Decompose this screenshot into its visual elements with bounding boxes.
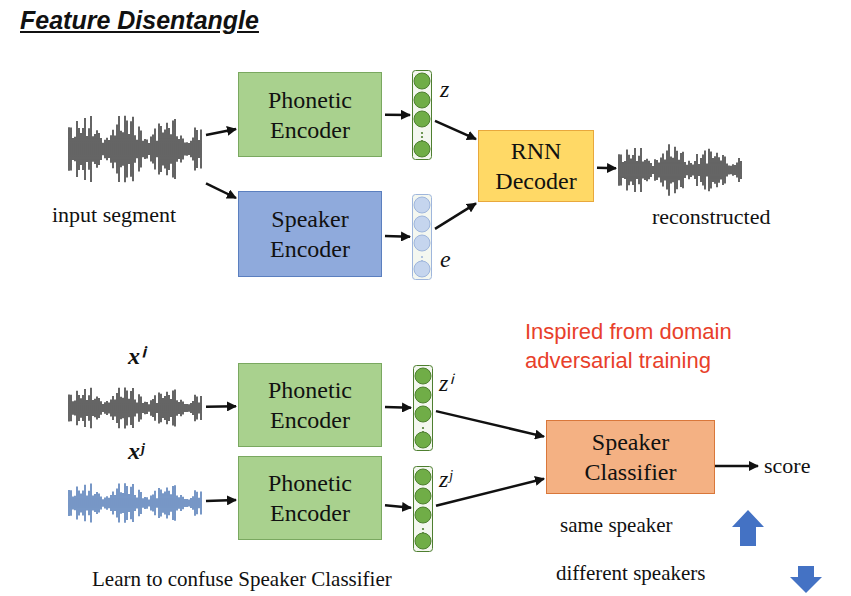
- encoder-box: Phonetic Encoder: [238, 72, 382, 157]
- ellipsis-dot: [421, 136, 423, 138]
- legend-note: same speaker: [560, 512, 673, 539]
- vector-element: [414, 92, 430, 108]
- waveform-label: reconstructed: [652, 204, 771, 230]
- flow-arrow: [435, 121, 476, 139]
- vector-element: [415, 432, 431, 448]
- flow-arrow: [206, 405, 236, 408]
- vector-element: [415, 406, 431, 422]
- waveform-figure: [68, 478, 203, 528]
- vector-label: z: [440, 76, 449, 103]
- flow-arrow: [206, 183, 236, 198]
- diagram-title: Feature Disentangle: [20, 6, 259, 35]
- input-waveform: xⁱ: [68, 382, 203, 434]
- caption-note: Learn to confuse Speaker Classifier: [92, 566, 392, 593]
- vector-element: [414, 73, 430, 89]
- vector-label: e: [440, 246, 451, 273]
- waveform-label: xʲ: [128, 438, 144, 465]
- box-label: Speaker Encoder: [239, 204, 381, 264]
- flow-arrow: [206, 129, 236, 135]
- box-label: Phonetic Encoder: [239, 375, 381, 435]
- encoder-box: Speaker Encoder: [238, 191, 382, 277]
- decoder-box: RNN Decoder: [478, 130, 594, 202]
- flow-arrow: [385, 505, 411, 508]
- vector-frame: [414, 366, 433, 451]
- waveform-figure: [618, 140, 743, 200]
- down-arrow: [790, 566, 822, 593]
- waveform-strokes: [69, 388, 201, 429]
- box-label: RNN Decoder: [479, 136, 593, 196]
- vector-figure: [412, 194, 432, 280]
- vector-figure: [413, 365, 433, 451]
- up-arrow: [732, 510, 764, 546]
- output-label: score: [764, 452, 810, 481]
- vector-element: [414, 111, 430, 127]
- vector-figure: [412, 70, 432, 160]
- waveform-label: xⁱ: [128, 338, 144, 371]
- latent-vector: e: [412, 194, 432, 280]
- note-text: Inspired from domain adversarial trainin…: [525, 318, 775, 375]
- ellipsis-dot: [421, 256, 423, 258]
- vector-element: [415, 488, 431, 504]
- latent-vector: zʲ: [413, 466, 433, 552]
- vector-label: zʲ: [439, 466, 452, 493]
- box-label: Phonetic Encoder: [239, 468, 381, 528]
- ellipsis-dot: [421, 132, 423, 134]
- encoder-box: Phonetic Encoder: [238, 363, 382, 447]
- vector-figure: [413, 466, 433, 552]
- vector-label: zⁱ: [439, 365, 452, 398]
- vector-element: [414, 197, 430, 213]
- vector-element: [415, 387, 431, 403]
- latent-vector: zⁱ: [413, 365, 433, 451]
- waveform-figure: [68, 382, 203, 434]
- box-label: Speaker Classifier: [547, 427, 714, 487]
- vector-element: [414, 235, 430, 251]
- encoder-box: Phonetic Encoder: [238, 456, 382, 540]
- waveform-figure: [68, 108, 203, 190]
- vector-frame: [414, 467, 433, 552]
- flow-arrow: [597, 166, 616, 169]
- classifier-box: Speaker Classifier: [546, 420, 715, 494]
- output-waveform: reconstructed: [618, 140, 743, 200]
- vector-frame: [413, 71, 432, 160]
- flow-arrow: [436, 411, 544, 437]
- score-arrow: [709, 465, 758, 468]
- input-waveform: xʲ: [68, 478, 203, 528]
- vector-element: [415, 533, 431, 549]
- waveform-label: input segment: [52, 202, 176, 228]
- vector-element: [415, 368, 431, 384]
- waveform-strokes: [69, 483, 201, 522]
- ellipsis-dot: [422, 427, 424, 429]
- waveform-strokes: [69, 116, 201, 183]
- box-label: Phonetic Encoder: [239, 85, 381, 145]
- latent-vector: z: [412, 70, 432, 160]
- legend-note: different speakers: [556, 560, 705, 587]
- vector-element: [414, 141, 430, 157]
- flow-arrow: [385, 235, 410, 238]
- waveform-strokes: [619, 144, 741, 196]
- flow-arrow: [385, 114, 410, 117]
- flow-arrow: [435, 203, 476, 229]
- ellipsis-dot: [422, 528, 424, 530]
- vector-element: [414, 261, 430, 277]
- flow-arrow: [385, 406, 411, 409]
- vector-frame: [413, 195, 432, 280]
- input-waveform: input segment: [68, 108, 203, 190]
- flow-arrow: [206, 499, 236, 502]
- vector-element: [415, 507, 431, 523]
- vector-element: [415, 469, 431, 485]
- vector-element: [414, 216, 430, 232]
